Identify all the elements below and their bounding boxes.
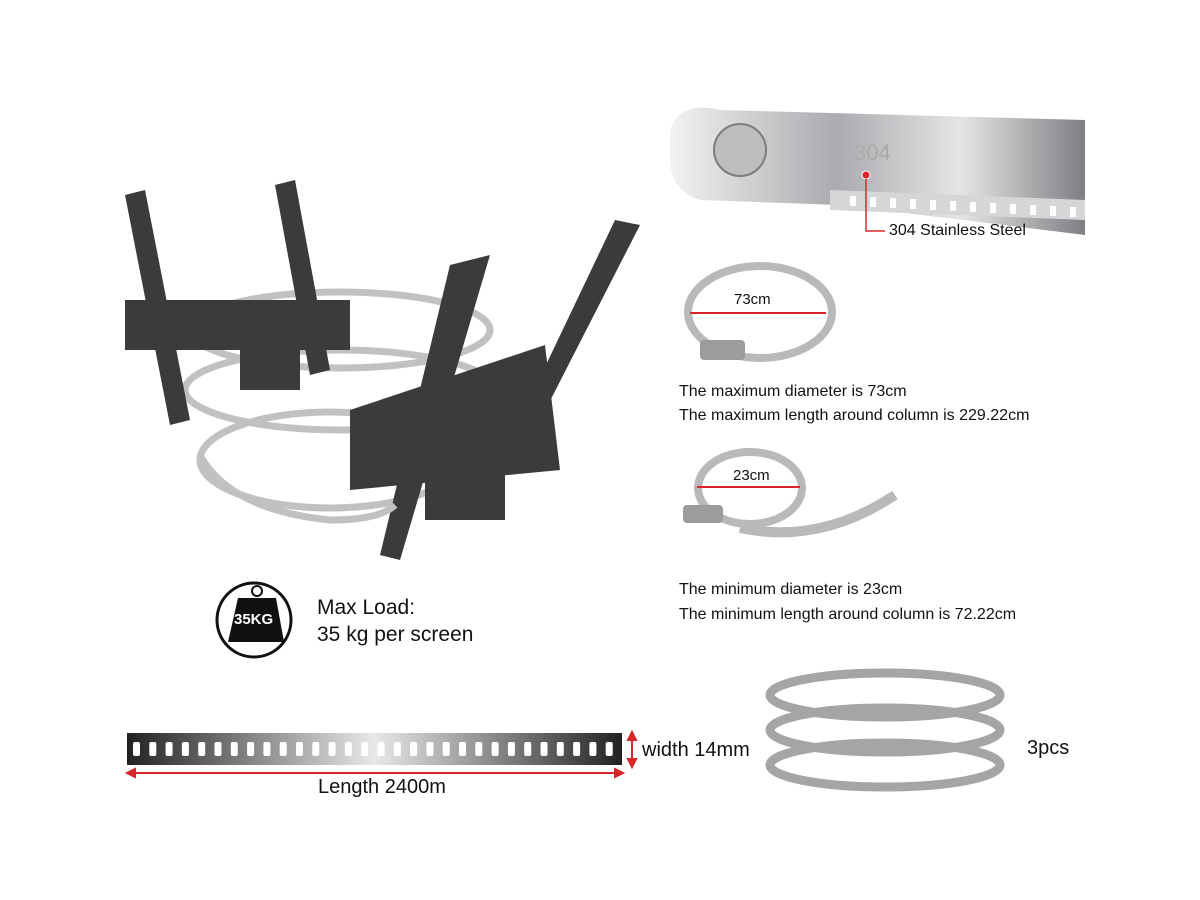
strip-slot: [296, 742, 303, 756]
strip-slot: [361, 742, 369, 756]
strip-slot: [377, 742, 385, 756]
strip-slot: [426, 742, 434, 756]
material-label: 304 Stainless Steel: [889, 222, 1026, 239]
right-tv-bracket: [350, 220, 640, 560]
min-length-text: The minimum length around column is 72.2…: [679, 606, 1017, 623]
max-length-text: The maximum length around column is 229.…: [679, 407, 1030, 424]
max-diameter-text: The maximum diameter is 73cm: [679, 383, 907, 400]
strip-slot: [247, 742, 255, 756]
left-tv-bracket: [125, 180, 350, 425]
strip-slot: [181, 742, 189, 756]
length-arrow: [124, 767, 626, 779]
strip-slot: [524, 742, 532, 756]
strip-width-label: width 14mm: [642, 739, 750, 761]
min-diameter-text: The minimum diameter is 23cm: [679, 581, 903, 598]
strip-slot: [133, 742, 140, 756]
max-load-value: 35 kg per screen: [317, 623, 474, 646]
strip-slot: [573, 742, 581, 756]
min-diameter-clamp: [683, 448, 898, 538]
strip-slot: [393, 742, 401, 756]
strip-slot: [279, 742, 287, 756]
strip-slot: [556, 742, 564, 756]
clamp-closeup-photo: [670, 107, 1085, 235]
steel-stamp: 304: [854, 140, 891, 165]
strip-slot: [605, 742, 613, 756]
strip-slot: [344, 742, 352, 756]
width-arrow: [626, 729, 638, 770]
strip-slot: [328, 742, 336, 756]
strip-slot: [491, 742, 499, 756]
quantity-label: 3pcs: [1027, 737, 1070, 759]
strip-slot: [263, 742, 271, 756]
strip-slot: [442, 742, 450, 756]
strip-slot: [589, 742, 597, 756]
steel-strip: [124, 729, 638, 779]
strip-slot: [230, 742, 238, 756]
strip-length-label: Length 2400m: [318, 776, 446, 798]
strip-slot: [507, 742, 515, 756]
strip-slot: [214, 742, 222, 756]
min-diameter-label: 23cm: [733, 467, 770, 484]
max-load-title: Max Load:: [317, 596, 416, 619]
strip-slot: [198, 742, 206, 756]
strip-slot: [312, 742, 320, 756]
strip-slot: [149, 742, 157, 756]
strip-slot: [540, 742, 548, 756]
strip-slot: [475, 742, 483, 756]
weight-badge: 35KG: [234, 611, 274, 628]
strip-slot: [410, 742, 418, 756]
weight-icon: [215, 581, 293, 659]
max-diameter-label: 73cm: [734, 291, 771, 308]
strip-slot: [459, 742, 466, 756]
clamp-stack-3pcs: [765, 668, 1005, 792]
strip-slot: [165, 742, 173, 756]
max-diameter-clamp: [684, 262, 836, 362]
